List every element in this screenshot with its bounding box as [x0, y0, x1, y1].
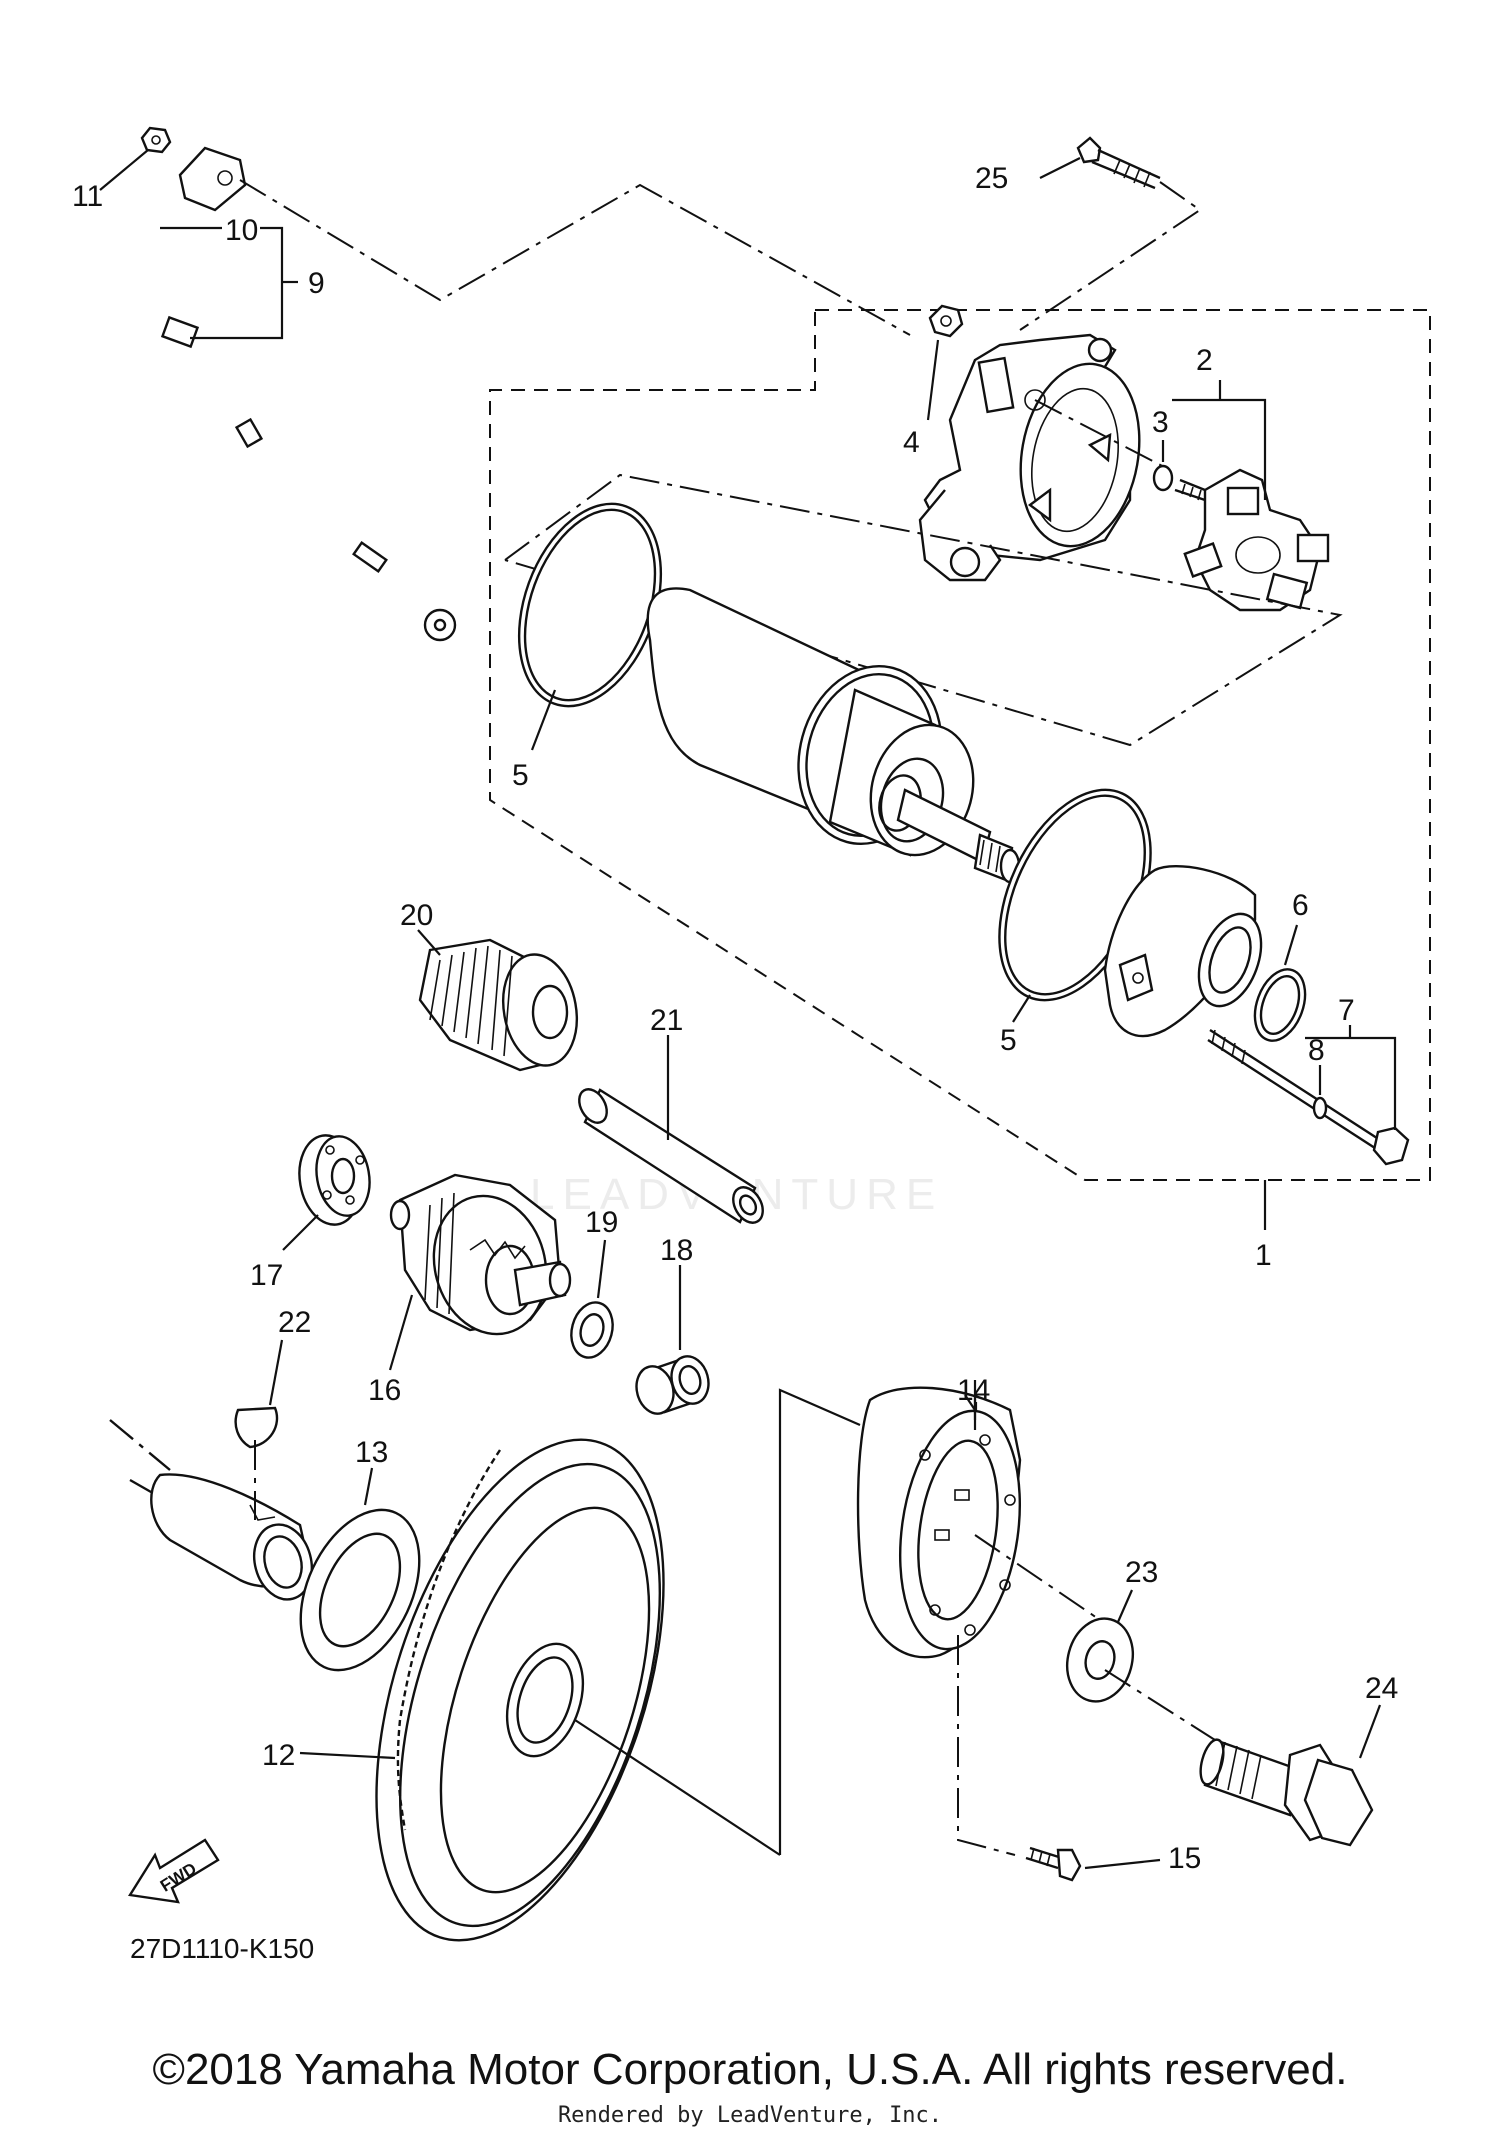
label-25: 25 — [975, 162, 1008, 195]
label-19: 19 — [585, 1206, 618, 1239]
label-2: 2 — [1196, 344, 1213, 377]
label-5-lower: 5 — [1000, 1024, 1017, 1057]
label-22: 22 — [278, 1306, 311, 1339]
label-8: 8 — [1308, 1034, 1325, 1067]
bolt-25[interactable] — [1076, 136, 1161, 190]
label-21: 21 — [650, 1004, 683, 1037]
starter-cable[interactable] — [135, 190, 457, 642]
label-17: 17 — [250, 1259, 283, 1292]
o-ring-5-upper[interactable] — [493, 484, 687, 726]
screw-15[interactable] — [1025, 1846, 1082, 1882]
woodruff-key-22[interactable] — [234, 1406, 279, 1449]
washer-13[interactable] — [277, 1491, 443, 1689]
front-cover[interactable] — [1103, 864, 1273, 1038]
label-23: 23 — [1125, 1556, 1158, 1589]
idle-gear-20[interactable] — [418, 938, 585, 1072]
cable-terminal-cap[interactable] — [178, 146, 247, 212]
o-ring-6[interactable] — [1246, 962, 1315, 1047]
bolt-24[interactable] — [1196, 1737, 1374, 1847]
washer-23[interactable] — [1058, 1611, 1142, 1709]
diagram-code: 27D1110-K150 — [130, 1933, 314, 1964]
label-10: 10 — [225, 214, 258, 247]
label-3: 3 — [1152, 406, 1169, 439]
label-18: 18 — [660, 1234, 693, 1267]
washer-19[interactable] — [565, 1298, 618, 1362]
brush-holder[interactable] — [1174, 468, 1330, 612]
label-9: 9 — [308, 267, 325, 300]
through-bolt[interactable] — [1207, 1028, 1410, 1166]
nut-4[interactable] — [928, 304, 964, 338]
shaft-21[interactable] — [574, 1084, 769, 1228]
nut-11[interactable] — [140, 126, 172, 154]
label-12: 12 — [262, 1739, 295, 1772]
washer-8[interactable] — [1312, 1096, 1328, 1120]
o-ring-3[interactable] — [1152, 464, 1174, 492]
label-16: 16 — [368, 1374, 401, 1407]
crankshaft-end — [109, 1419, 313, 1601]
copyright-notice: ©2018 Yamaha Motor Corporation, U.S.A. A… — [152, 2045, 1348, 2094]
one-way-clutch-14[interactable] — [856, 1386, 1034, 1659]
label-4: 4 — [903, 426, 920, 459]
fwd-arrow-icon: FWD — [128, 1838, 220, 1904]
starter-yoke[interactable] — [646, 587, 1021, 884]
label-15: 15 — [1168, 1842, 1201, 1875]
label-11: 11 — [72, 180, 103, 213]
label-7: 7 — [1338, 994, 1355, 1027]
starter-wheel-gear-12[interactable] — [321, 1404, 719, 1976]
label-13: 13 — [355, 1436, 388, 1469]
label-20: 20 — [400, 899, 433, 932]
rear-cover[interactable] — [918, 333, 1153, 582]
rendered-by-notice: Rendered by LeadVenture, Inc. — [557, 2103, 943, 2128]
starter-clutch-16[interactable] — [389, 1173, 572, 1347]
label-24: 24 — [1365, 1672, 1398, 1705]
bearing-18[interactable] — [631, 1352, 713, 1418]
label-14: 14 — [957, 1374, 990, 1407]
bearing-17[interactable] — [293, 1130, 376, 1229]
label-5-upper: 5 — [512, 759, 529, 792]
label-6: 6 — [1292, 889, 1309, 922]
label-1: 1 — [1255, 1239, 1272, 1272]
